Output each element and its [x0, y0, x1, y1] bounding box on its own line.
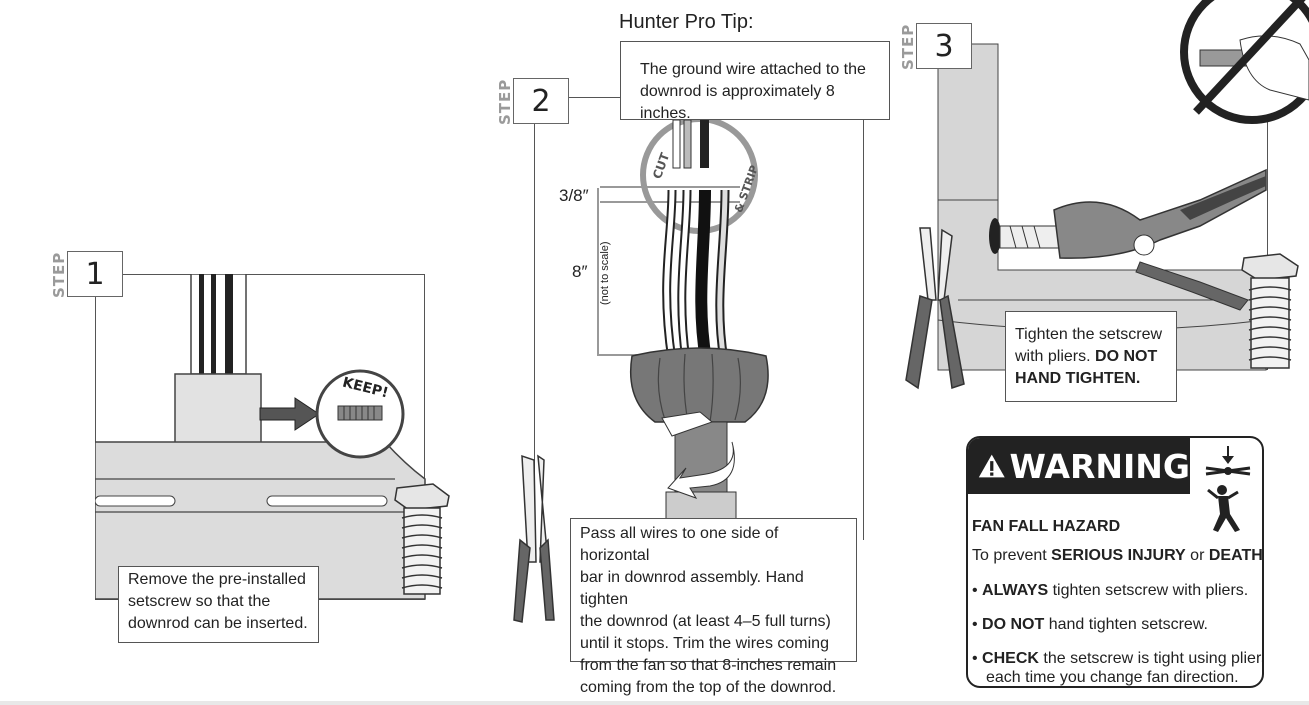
falling-fan-icon	[1205, 446, 1251, 532]
bullet-bold: ALWAYS	[982, 582, 1049, 599]
step-2-frame	[534, 97, 864, 540]
step-1-callout: Remove the pre-installed setscrew so tha…	[118, 566, 319, 643]
step-3-emphasis: HAND TIGHTEN.	[1015, 370, 1141, 387]
step-2-line: coming from the top of the downrod.	[580, 679, 837, 696]
dim-strip-label: 3/8″	[559, 186, 589, 205]
step-1-line: downrod can be inserted.	[128, 615, 308, 632]
step-3-illustration	[905, 0, 1309, 390]
warning-bullet: • CHECK the setscrew is tight using plie…	[972, 650, 1264, 668]
step-2-label: STEP	[496, 78, 514, 125]
step-2-line: the downrod (at least 4–5 full turns)	[580, 613, 831, 630]
step-3-line: with pliers.	[1015, 348, 1091, 365]
prevent-line: To prevent SERIOUS INJURY or DEATH:	[972, 547, 1264, 565]
step-2-callout: Pass all wires to one side of horizontal…	[570, 518, 857, 696]
step-3-label: STEP	[899, 23, 917, 70]
step-3-callout: Tighten the setscrew with pliers. DO NOT…	[1005, 311, 1177, 402]
warning-triangle-icon	[978, 454, 1005, 478]
step-2-line: bar in downrod assembly. Hand tighten	[580, 569, 804, 608]
step-1-illustration	[95, 274, 450, 600]
prevent-bold: SERIOUS INJURY	[1051, 547, 1186, 564]
step-2-line: Pass all wires to one side of horizontal	[580, 525, 779, 564]
step-3-number: 3	[916, 23, 972, 69]
hazard-title: FAN FALL HAZARD	[972, 518, 1121, 535]
not-to-scale-label: (not to scale)	[599, 241, 611, 305]
bullet-bold: CHECK	[982, 650, 1039, 667]
bullet-text: hand tighten setscrew.	[1048, 616, 1208, 633]
step-2-connector	[569, 97, 621, 98]
warning-title: WARNING	[1009, 446, 1190, 486]
pro-tip-callout: The ground wire attached to the downrod …	[620, 41, 890, 122]
warning-header: WARNING	[968, 438, 1190, 494]
step-2-number: 2	[513, 78, 569, 124]
prevent-or: or	[1190, 547, 1205, 564]
step-1-label: STEP	[50, 251, 68, 298]
pro-tip-title: Hunter Pro Tip:	[619, 11, 754, 33]
prevent-bold2: DEATH:	[1208, 547, 1264, 564]
step-2-illustration	[513, 116, 769, 623]
warning-box: WARNING FAN FALL HAZARD To prevent SERIO…	[966, 436, 1264, 688]
bullet-text: tighten setscrew with pliers.	[1052, 582, 1249, 599]
step-1-number: 1	[67, 251, 123, 297]
dim-length-label: 8″	[572, 262, 588, 281]
bullet-text: the setscrew is tight using pliers	[1043, 650, 1264, 667]
prevent-prefix: To prevent	[972, 547, 1047, 564]
step-2-line: from the fan so that 8-inches remain	[580, 657, 837, 674]
step-3-emphasis: DO NOT	[1095, 348, 1158, 365]
step-3-line: Tighten the setscrew	[1015, 326, 1163, 343]
bullet-bold: DO NOT	[982, 616, 1045, 633]
pro-tip-line: downrod is approximately 8 inches.	[640, 83, 835, 122]
warning-bullet: • ALWAYS tighten setscrew with pliers.	[972, 582, 1249, 599]
warning-bullet-cont: each time you change fan direction.	[986, 669, 1239, 686]
pro-tip-line: The ground wire attached to the	[640, 61, 866, 78]
step-2-line: until it stops. Trim the wires coming	[580, 635, 829, 652]
step-1-line: setscrew so that the	[128, 593, 271, 610]
bottom-divider	[0, 701, 1309, 705]
warning-bullet: • DO NOT hand tighten setscrew.	[972, 616, 1208, 633]
step-1-line: Remove the pre-installed	[128, 571, 306, 588]
